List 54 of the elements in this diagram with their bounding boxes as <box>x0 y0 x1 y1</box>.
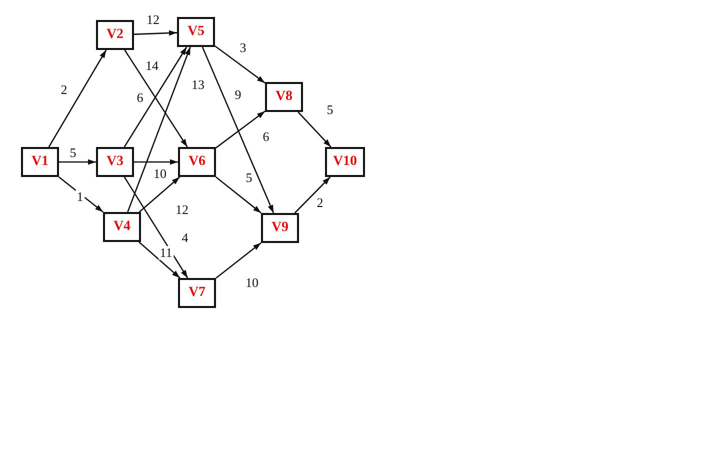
vertex-box <box>178 147 216 177</box>
arrow <box>202 46 274 214</box>
arrow <box>127 46 191 212</box>
edge-label: 6 <box>136 91 144 105</box>
edge-label: 5 <box>326 103 334 117</box>
vertex-label: V4 <box>113 219 131 235</box>
arrow <box>298 112 332 148</box>
vertex-box <box>325 147 365 177</box>
vertex-label: V7 <box>188 285 206 301</box>
vertex-box <box>177 17 215 47</box>
vertex-label: V5 <box>187 24 205 40</box>
arrow <box>134 30 178 36</box>
vertex-box <box>96 147 134 177</box>
edge-label: 1 <box>76 190 84 204</box>
arrow <box>124 176 188 278</box>
arrow <box>48 50 107 148</box>
edge-label: 12 <box>146 13 160 27</box>
arrow <box>214 46 266 84</box>
edge-label: 14 <box>144 59 160 73</box>
arrow <box>216 110 266 148</box>
edge-label: 10 <box>152 167 168 181</box>
edge-label: 4 <box>180 231 190 245</box>
edge-label: 10 <box>244 276 260 290</box>
arrow <box>134 159 178 165</box>
edge-label: 12 <box>174 203 190 217</box>
arrow <box>138 176 180 212</box>
vertex-box <box>261 213 299 243</box>
vertex-box <box>96 20 134 50</box>
vertex-label: V10 <box>332 154 358 170</box>
arrow <box>215 176 262 214</box>
edge-label: 9 <box>234 88 242 102</box>
edge-label: 3 <box>238 41 248 55</box>
vertex-label: V9 <box>271 220 289 236</box>
vertex-label: V2 <box>106 27 124 43</box>
arrow <box>59 159 96 165</box>
vertex-label: V6 <box>188 154 206 170</box>
vertex-label: V8 <box>275 89 293 105</box>
edge-label: 2 <box>60 83 68 97</box>
vertex-box <box>21 147 59 177</box>
vertex-label: V3 <box>106 154 124 170</box>
vertex-box <box>265 82 303 112</box>
edge-label: 11 <box>158 246 174 260</box>
vertex-box <box>178 278 216 308</box>
arrow <box>216 242 262 279</box>
edge-label: 5 <box>244 171 254 185</box>
arrow <box>138 242 180 278</box>
arrow <box>58 176 104 212</box>
edge-label: 2 <box>316 196 324 210</box>
vertex-label: V1 <box>31 154 49 170</box>
arrow <box>294 176 331 214</box>
edge-label: 6 <box>262 130 270 144</box>
edge-label: 5 <box>68 146 78 160</box>
edge-label: 13 <box>190 78 206 92</box>
vertex-box <box>103 212 141 242</box>
